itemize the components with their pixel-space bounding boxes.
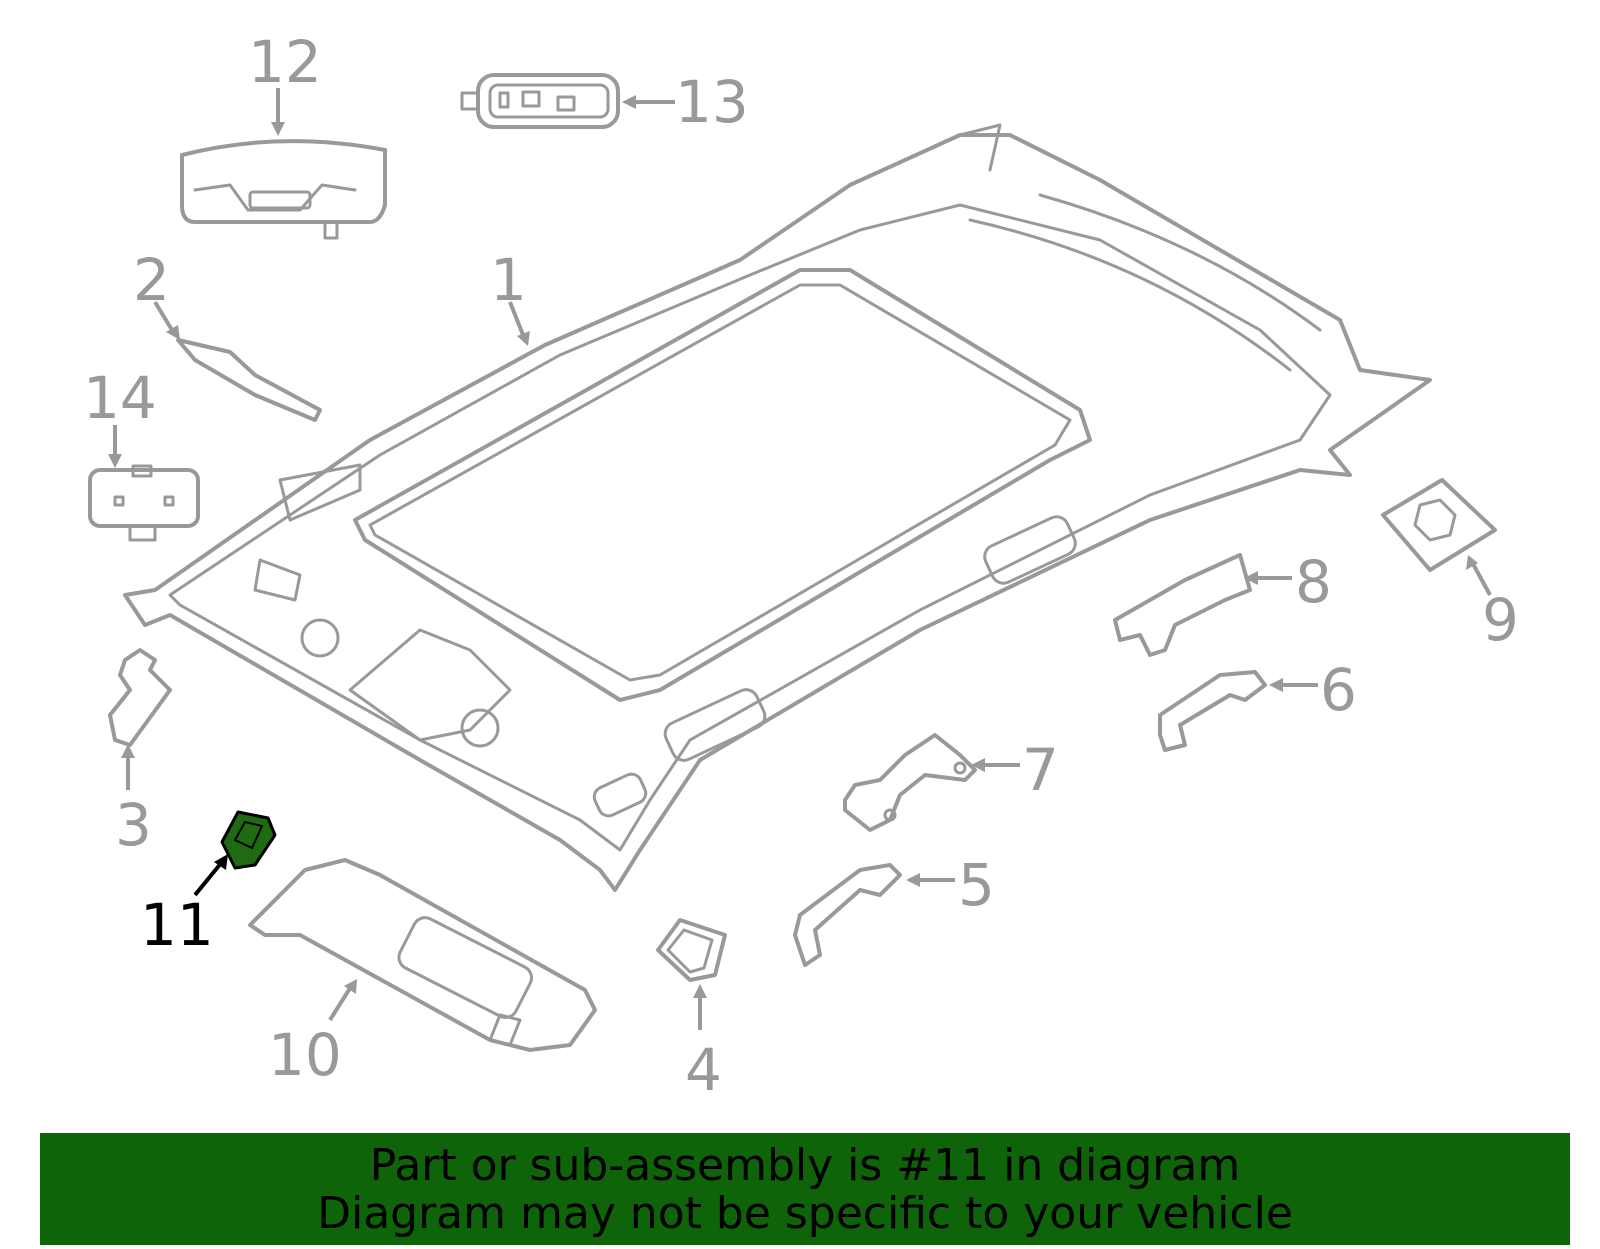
part-14-connector <box>88 464 200 542</box>
callout-10: 10 <box>268 1021 342 1089</box>
banner-disclaimer-line: Diagram may not be specific to your vehi… <box>317 1188 1293 1239</box>
banner-part-line: Part or sub-assembly is #11 in diagram <box>369 1140 1241 1191</box>
callout-2: 2 <box>133 246 170 314</box>
callout-9: 9 <box>1482 586 1519 654</box>
part-3-bracket <box>108 648 172 747</box>
part-4-clip <box>656 918 727 982</box>
callout-6: 6 <box>1320 656 1357 724</box>
callout-8: 8 <box>1295 548 1332 616</box>
info-banner: Part or sub-assembly is #11 in diagram D… <box>40 1133 1570 1245</box>
callout-3: 3 <box>115 791 152 859</box>
part-1-headliner <box>123 123 1432 892</box>
part-7-bracket <box>843 733 977 832</box>
callout-11: 11 <box>140 891 214 959</box>
part-6-grab-handle <box>1158 670 1267 752</box>
callout-14: 14 <box>83 364 157 432</box>
callout-4: 4 <box>685 1036 722 1104</box>
callout-1: 1 <box>490 246 527 314</box>
part-11-highlighted <box>220 810 277 870</box>
part-9-pad <box>1381 478 1497 572</box>
callout-numbers: 12 13 2 1 14 3 11 10 4 5 7 6 8 9 <box>83 28 1519 1104</box>
part-12-overhead-console <box>180 139 387 240</box>
callout-12: 12 <box>248 28 322 96</box>
callout-7: 7 <box>1022 736 1059 804</box>
callout-5: 5 <box>958 851 995 919</box>
part-5-grab-handle <box>793 863 902 967</box>
part-13-lamp <box>460 73 620 129</box>
part-2-trim-strip <box>176 338 322 422</box>
part-10-sun-visor <box>248 858 597 1052</box>
part-8-bracket <box>1113 553 1252 657</box>
callout-leaders <box>108 88 1492 1030</box>
callout-13: 13 <box>675 68 749 136</box>
